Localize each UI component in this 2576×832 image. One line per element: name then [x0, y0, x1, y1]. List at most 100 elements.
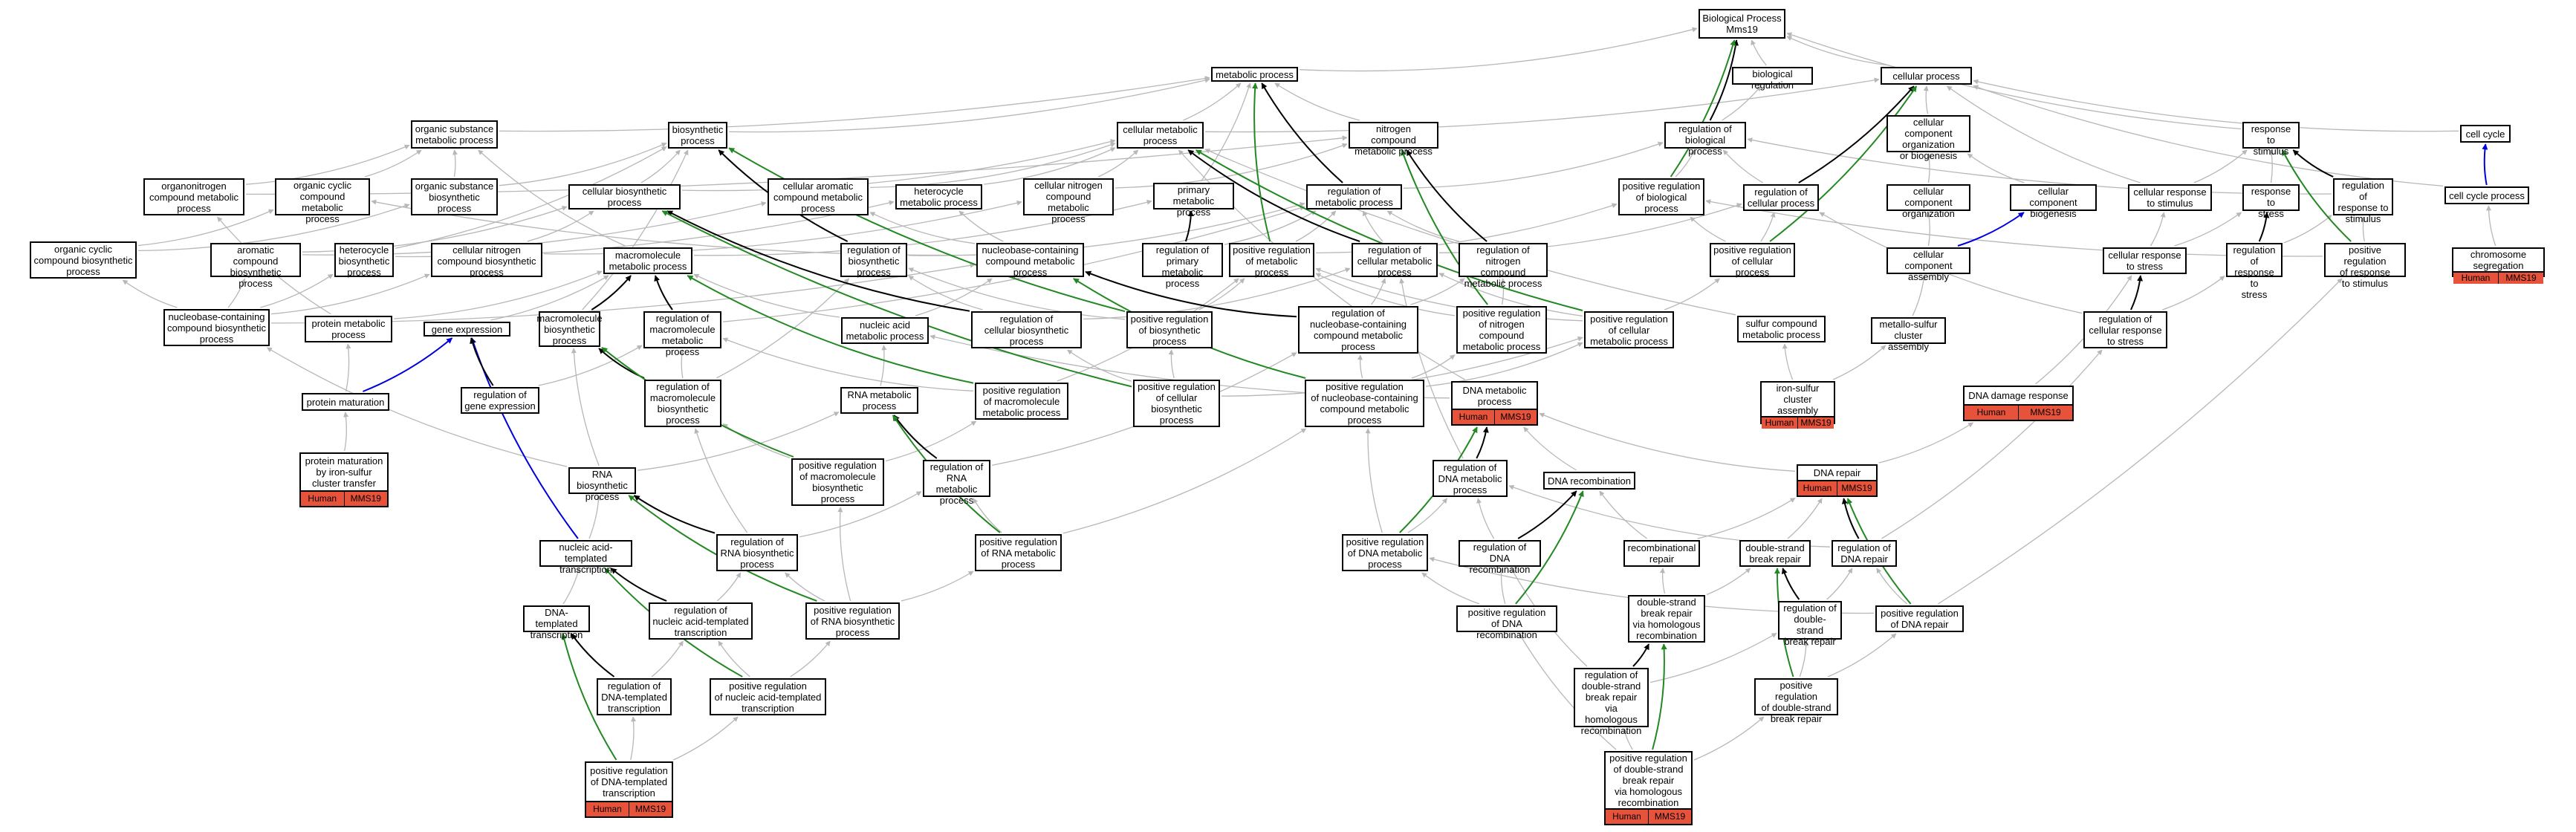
term-node-rnamp[interactable]: RNA metabolic process: [840, 387, 918, 414]
term-node-prdnarep[interactable]: positive regulation of DNA repair: [1875, 605, 1964, 632]
term-node-acbp[interactable]: aromatic compound biosynthetic process: [210, 243, 301, 289]
term-node-rmmp[interactable]: regulation of macromolecule metabolic pr…: [643, 311, 721, 357]
term-node-rncmp[interactable]: regulation of nitrogen compound metaboli…: [1459, 243, 1548, 289]
term-node-pmisc[interactable]: protein maturation by iron-sulfur cluste…: [299, 452, 389, 507]
term-node-prmbp[interactable]: positive regulation of macromolecule bio…: [791, 458, 884, 506]
term-node-prrs[interactable]: positive regulation of response to stimu…: [2324, 243, 2406, 289]
term-node-prbp[interactable]: positive regulation of biological proces…: [1618, 178, 1704, 215]
term-node-ccp[interactable]: cell cycle process: [2444, 186, 2529, 204]
term-node-rts[interactable]: response to stimulus: [2242, 122, 2300, 157]
term-node-ccbg[interactable]: cellular component biogenesis: [2010, 184, 2097, 219]
term-node-rgexp[interactable]: regulation of gene expression: [461, 387, 539, 414]
term-node-ncmp2[interactable]: nucleobase-containing compound metabolic…: [976, 243, 1084, 278]
term-node-gexp[interactable]: gene expression: [424, 322, 510, 337]
term-node-rcmp[interactable]: regulation of cellular metabolic process: [1352, 243, 1438, 278]
term-node-rrs[interactable]: regulation of response to stimulus: [2333, 178, 2393, 224]
term-node-rdsbrhr[interactable]: regulation of double-strand break repair…: [1574, 668, 1649, 736]
term-node-prncmp[interactable]: positive regulation of nitrogen compound…: [1456, 306, 1547, 354]
term-node-rbioproc[interactable]: regulation of biosynthetic process: [840, 243, 907, 278]
term-node-rrnamp[interactable]: regulation of RNA metabolic process: [923, 460, 990, 506]
term-node-cbp[interactable]: cellular biosynthetic process: [568, 184, 681, 209]
term-node-rcrs[interactable]: regulation of cellular response to stres…: [2083, 311, 2167, 348]
term-node-ncmp[interactable]: nitrogen compound metabolic process: [1349, 122, 1438, 157]
term-node-pmat[interactable]: protein maturation: [302, 393, 389, 411]
term-node-cncbp[interactable]: cellular nitrogen compound biosynthetic …: [431, 243, 542, 278]
term-node-prnccmp[interactable]: positive regulation of nucleobase-contai…: [1305, 380, 1424, 427]
term-node-ornb[interactable]: organonitrogen compound metabolic proces…: [143, 178, 244, 215]
term-node-mbp[interactable]: macromolecule biosynthetic process: [536, 311, 603, 347]
term-node-ccob[interactable]: cellular component organization or bioge…: [1886, 115, 1970, 161]
term-node-cco[interactable]: cellular component organization: [1886, 184, 1970, 219]
term-node-rnatt[interactable]: regulation of nucleic acid-templated tra…: [649, 602, 753, 640]
term-node-crstr[interactable]: cellular response to stress: [2103, 247, 2187, 274]
term-node-rdnarep[interactable]: regulation of DNA repair: [1832, 540, 1897, 567]
term-node-scmp[interactable]: sulfur compound metabolic process: [1737, 316, 1826, 342]
term-node-occbp[interactable]: organic cyclic compound biosynthetic pro…: [30, 241, 137, 279]
term-node-rpmp[interactable]: regulation of primary metabolic process: [1142, 243, 1223, 289]
term-node-rcp[interactable]: regulation of cellular process: [1743, 184, 1819, 211]
term-node-rdnamp[interactable]: regulation of DNA metabolic process: [1433, 460, 1508, 497]
term-node-ccy[interactable]: cell cycle: [2460, 125, 2511, 143]
term-node-bio[interactable]: biosynthetic process: [668, 122, 727, 149]
term-node-prdsbrhr[interactable]: positive regulation of double-strand bre…: [1604, 751, 1693, 825]
term-node-protmp[interactable]: protein metabolic process: [305, 316, 392, 342]
term-node-nccbp[interactable]: nucleobase-containing compound biosynthe…: [163, 309, 270, 346]
term-node-mmp[interactable]: macromolecule metabolic process: [603, 247, 692, 274]
term-node-prrnabp[interactable]: positive regulation of RNA biosynthetic …: [805, 602, 900, 640]
term-node-rtstr[interactable]: response to stress: [2242, 184, 2300, 219]
term-node-cmp[interactable]: cellular metabolic process: [1117, 122, 1204, 149]
term-node-osmp[interactable]: organic substance metabolic process: [411, 120, 498, 149]
term-node-hbp[interactable]: heterocycle biosynthetic process: [334, 243, 394, 278]
term-node-osbp[interactable]: organic substance biosynthetic process: [411, 178, 498, 215]
term-node-prdsbr[interactable]: positive regulation of double-strand bre…: [1754, 678, 1838, 724]
term-node-pmp[interactable]: primary metabolic process: [1153, 183, 1234, 218]
term-node-prnatt[interactable]: positive regulation of nucleic acid-temp…: [710, 678, 826, 715]
term-node-prmp[interactable]: positive regulation of metabolic process: [1229, 243, 1314, 278]
term-node-prcp[interactable]: positive regulation of cellular process: [1710, 243, 1795, 278]
term-node-rbp[interactable]: regulation of biological process: [1664, 122, 1746, 157]
term-node-camp[interactable]: cellular aromatic compound metabolic pro…: [768, 178, 869, 215]
term-node-rmp[interactable]: regulation of metabolic process: [1306, 184, 1402, 209]
term-node-breg[interactable]: biological regulation: [1732, 67, 1813, 91]
term-node-mscas[interactable]: metallo-sulfur cluster assembly: [1871, 317, 1946, 352]
term-node-occb[interactable]: organic cyclic compound metabolic proces…: [275, 178, 370, 224]
term-node-dnatt[interactable]: DNA-templated transcription: [523, 605, 590, 640]
term-node-rnabp[interactable]: RNA biosynthetic process: [568, 467, 636, 502]
term-node-mp[interactable]: metabolic process: [1211, 67, 1298, 82]
term-node-rmbp[interactable]: regulation of macromolecule biosynthetic…: [644, 380, 721, 427]
term-node-recrep[interactable]: recombinational repair: [1623, 540, 1700, 567]
term-node-rnccmp[interactable]: regulation of nucleobase-containing comp…: [1298, 306, 1418, 354]
term-node-namp[interactable]: nucleic acid metabolic process: [841, 317, 929, 344]
term-node-prcbp[interactable]: positive regulation of cellular biosynth…: [1133, 380, 1220, 427]
term-node-prbio[interactable]: positive regulation of biosynthetic proc…: [1126, 311, 1213, 348]
edge-rdsbrhr-part_of-dsbrhr: [1632, 643, 1649, 667]
term-node-prdnatt[interactable]: positive regulation of DNA-templated tra…: [585, 761, 673, 818]
term-node-bp[interactable]: Biological Process Mms19: [1699, 9, 1785, 39]
term-node-prcmp[interactable]: positive regulation of cellular metaboli…: [1584, 311, 1674, 348]
term-node-natt[interactable]: nucleic acid-templated transcription: [539, 540, 632, 575]
term-node-prdnarec[interactable]: positive regulation of DNA recombination: [1456, 605, 1557, 640]
term-node-rdnatt[interactable]: regulation of DNA-templated transcriptio…: [597, 678, 672, 715]
term-node-cca[interactable]: cellular component assembly: [1886, 247, 1970, 282]
term-node-dsbrhr[interactable]: double-strand break repair via homologou…: [1628, 595, 1705, 643]
term-node-prmmp[interactable]: positive regulation of macromolecule met…: [975, 383, 1068, 420]
term-node-crs[interactable]: cellular response to stimulus: [2128, 184, 2212, 211]
term-node-dsbr[interactable]: double-strand break repair: [1739, 540, 1811, 567]
term-node-dnarec[interactable]: DNA recombination: [1543, 472, 1635, 490]
term-node-cnmp[interactable]: cellular nitrogen compound metabolic pro…: [1023, 178, 1114, 224]
term-node-rrstr[interactable]: regulation of response to stress: [2226, 243, 2283, 300]
term-node-prrnamp[interactable]: positive regulation of RNA metabolic pro…: [975, 534, 1062, 571]
term-node-rdnarec[interactable]: regulation of DNA recombination: [1459, 540, 1541, 575]
term-node-rrnabp[interactable]: regulation of RNA biosynthetic process: [716, 534, 798, 571]
term-node-prdnamp[interactable]: positive regulation of DNA metabolic pro…: [1342, 534, 1428, 571]
term-node-cp[interactable]: cellular process: [1881, 67, 1972, 85]
term-node-rdsbr[interactable]: regulation of double-strand break repair: [1778, 601, 1842, 647]
term-node-rcbp[interactable]: regulation of cellular biosynthetic proc…: [971, 311, 1082, 348]
term-node-hmp[interactable]: heterocycle metabolic process: [895, 184, 982, 209]
